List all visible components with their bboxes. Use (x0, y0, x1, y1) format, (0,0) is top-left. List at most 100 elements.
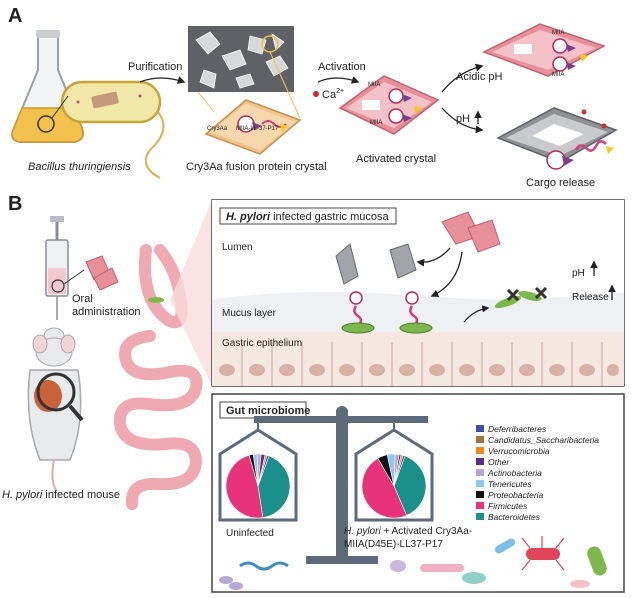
cell-nuclei (219, 364, 619, 376)
legend-label: Firmicutes (488, 501, 528, 511)
empty-crystal-icon (335, 243, 359, 285)
bound-cargo-icon (341, 291, 433, 334)
pie-slice-firmicutes (361, 457, 407, 519)
zoom-line-icon (51, 95, 69, 119)
legend-label: Candidatus_Saccharibacteria (488, 435, 599, 445)
pie-treated (361, 453, 427, 519)
acidic-crystal-icon (482, 23, 606, 77)
ph-arrow-icon (441, 107, 484, 134)
ion-label: Ca2+ (322, 88, 344, 101)
pie-slice-deferribacteres (257, 454, 270, 487)
epithelium-cells (241, 342, 603, 386)
zoom-guide-icon (197, 91, 215, 113)
mouse-caption: H. pylori infected mouse (2, 489, 120, 501)
acidic-ph-label: Acidic pH (456, 71, 503, 83)
legend-label: Bacteroidetes (488, 512, 541, 522)
activation-arrow-icon (317, 76, 360, 84)
activated-caption: Activated crystal (356, 153, 436, 165)
pie-slice-bacteroidetes (393, 455, 427, 516)
legend-label: Actinobacteria (487, 468, 542, 478)
epithelium-area (212, 332, 624, 386)
scale-pan-right-icon (354, 422, 434, 522)
zoom-guide-icon (269, 51, 301, 119)
microbe-illustrations (219, 536, 607, 590)
activation-label: Activation (318, 61, 366, 73)
legend-label: Tenericutes (488, 479, 532, 489)
zoom-line-icon (63, 269, 85, 285)
panel-b-letter: B (8, 193, 22, 215)
cargo-release-caption: Cargo release (526, 177, 595, 189)
phylum-legend: DeferribacteresCandidatus_Saccharibacter… (476, 424, 599, 522)
miia-label: MIIA (552, 72, 564, 78)
zoom-circle-icon (37, 115, 55, 133)
legend-label: Other (488, 457, 510, 467)
pie-slice-bacteroidetes (257, 455, 291, 518)
lumen-label: Lumen (222, 242, 253, 253)
legend-label: Proteobacteria (488, 490, 544, 500)
legend-swatch (476, 436, 484, 443)
killed-bacteria-icon (494, 286, 548, 309)
calcium-ion-icon (581, 109, 587, 115)
ph-label: pH (456, 113, 470, 125)
epithelium-label: Gastric epithelium (222, 338, 302, 349)
purification-label: Purification (128, 61, 182, 73)
lumen-arrow-icon (416, 247, 451, 267)
calcium-ion-icon (601, 123, 607, 129)
treated-label: H. pylori + Activated Cry3Aa- (344, 526, 472, 537)
mucus-label: Mucus layer (222, 308, 277, 319)
calcium-ion-icon (313, 91, 319, 97)
sem-image-icon (188, 26, 294, 92)
syringe-icon (45, 216, 69, 320)
miia-label: MIIA (368, 82, 380, 88)
zoom-wedge-icon (170, 200, 212, 386)
oral-admin-line2: administration (72, 306, 140, 318)
miia-label: MIIA (552, 30, 564, 36)
microbiome-title: Gut microbiome (226, 405, 310, 417)
magnifier-icon (36, 372, 76, 412)
crystal-icon (467, 219, 501, 253)
bacterium-icon (60, 80, 165, 179)
balance-scale-icon (254, 406, 428, 564)
zoom-circle-icon (51, 279, 65, 293)
purification-arrow-icon (139, 76, 186, 84)
mucus-area (212, 291, 624, 332)
legend-label: Verrucomicrobia (488, 446, 550, 456)
organism-label: Bacillus thuringiensis (28, 161, 131, 173)
pie-uninfected (225, 453, 291, 519)
legend-label: Deferribacteres (488, 424, 547, 434)
crystal-icon (93, 267, 119, 291)
crystal-label-cargo: MIIA-LL-37-P17 (236, 126, 279, 132)
empty-crystal-icon (496, 107, 618, 163)
ph-label: pH (572, 268, 585, 279)
miia-label: MIIA (370, 120, 382, 126)
acidic-arrow-icon (441, 63, 484, 93)
release-label: Release (572, 292, 609, 303)
gastrointestinal-tract-icon (113, 244, 203, 510)
scale-pan-left-icon (218, 422, 298, 522)
legend-swatch (476, 513, 484, 520)
crystal-caption: Cry3Aa fusion protein crystal (186, 161, 327, 173)
treated-label-line2: MIIA(D45E)-LL37-P17 (344, 539, 443, 550)
activated-crystal-icon (338, 75, 440, 135)
lumen-arrow-icon (430, 251, 463, 297)
release-arrow-icon (463, 305, 490, 323)
magnifier-handle-icon (68, 404, 84, 422)
fusion-crystal-icon (204, 99, 302, 155)
crystal-label-cry: Cry3Aa (207, 126, 228, 132)
panel-a-letter: A (8, 5, 22, 27)
cargo-protein-icon (546, 140, 614, 170)
uninfected-label: Uninfected (226, 528, 274, 539)
oral-admin-line1: Oral (72, 293, 93, 305)
legend-swatch (476, 447, 484, 454)
legend-swatch (476, 469, 484, 476)
legend-swatch (476, 425, 484, 432)
legend-swatch (476, 458, 484, 465)
culture-flask-icon (11, 30, 84, 143)
pie-slice-deferribacteres (393, 454, 406, 487)
empty-crystal-icon (389, 243, 417, 279)
legend-swatch (476, 491, 484, 498)
mucosa-title-box (219, 207, 397, 225)
mucosa-title: H. pylori infected gastric mucosa (226, 211, 390, 223)
legend-swatch (476, 502, 484, 509)
